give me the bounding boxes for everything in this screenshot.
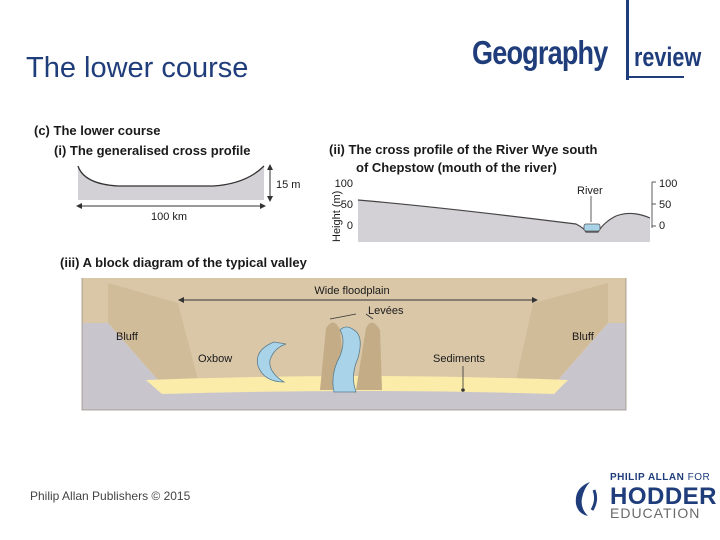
right-levee xyxy=(356,322,382,390)
valley-land-surface xyxy=(82,278,626,380)
levee-pointer-left xyxy=(329,313,357,320)
oxbow-label: Oxbow xyxy=(198,353,232,365)
sediments-pointer-dot xyxy=(461,388,465,392)
publisher-line1: PHILIP ALLAN FOR xyxy=(610,472,710,483)
height-arrow-bottom xyxy=(267,196,273,202)
part-ii-title-line2: of Chepstow (mouth of the river) xyxy=(356,160,557,175)
river-wye-cross-profile: Height (m) 100 50 0 River 100 50 0 xyxy=(331,178,677,242)
floodplain-arrow-left xyxy=(178,297,184,303)
left-tick-100: 100 xyxy=(335,178,353,190)
cross-profile-shape xyxy=(78,166,264,200)
width-arrow-left xyxy=(76,203,82,209)
height-arrow-top xyxy=(267,164,273,170)
generalised-cross-profile: 15 m 100 km xyxy=(76,164,300,223)
left-tick-0: 0 xyxy=(347,220,353,232)
right-tick-0: 0 xyxy=(659,220,665,232)
publisher-line1-suffix: FOR xyxy=(687,472,711,483)
part-iii-title: (iii) A block diagram of the typical val… xyxy=(60,255,308,270)
cross-profile-outline xyxy=(77,165,265,187)
footer-copyright: Philip Allan Publishers © 2015 xyxy=(30,489,191,503)
right-tick-100: 100 xyxy=(659,178,677,190)
floodplain-arrow-right xyxy=(532,297,538,303)
logo-divider xyxy=(626,0,629,80)
left-tick-50: 50 xyxy=(341,199,353,211)
right-bluff-slope xyxy=(516,283,608,380)
lower-course-figure: (c) The lower course (i) The generalised… xyxy=(34,123,677,411)
levee-pointer-right xyxy=(365,313,374,320)
wye-river-channel xyxy=(583,223,601,232)
hodder-swirl-icon xyxy=(575,482,598,516)
figure-heading: (c) The lower course xyxy=(34,123,160,138)
publisher-line2: HODDER xyxy=(610,483,718,510)
hodder-education-logo: PHILIP ALLAN FOR HODDER EDUCATION xyxy=(566,470,717,521)
bluff-right-label: Bluff xyxy=(572,331,595,343)
logo-sub-text: review xyxy=(634,42,702,72)
block-outline xyxy=(81,278,627,411)
left-bluff-slope xyxy=(108,283,198,380)
ylabel: Height (m) xyxy=(331,191,343,242)
slide-title: The lower course xyxy=(26,52,249,84)
floodplain-label: Wide floodplain xyxy=(314,285,389,297)
publisher-line1-text: PHILIP ALLAN xyxy=(610,472,685,483)
river-label: River xyxy=(577,185,603,197)
oxbow-lake xyxy=(256,341,287,383)
part-i-title: (i) The generalised cross profile xyxy=(54,143,251,158)
height-label: 15 m xyxy=(276,179,300,191)
floodplain-label-bg xyxy=(304,283,400,297)
part-ii-title-line1: (ii) The cross profile of the River Wye … xyxy=(329,142,598,157)
sediments-label: Sediments xyxy=(433,353,485,365)
width-label: 100 km xyxy=(151,211,187,223)
levees-label: Levées xyxy=(368,305,404,317)
logo-underline xyxy=(628,76,684,78)
right-tick-50: 50 xyxy=(659,199,671,211)
river-channel xyxy=(332,326,361,393)
valley-block-diagram: Wide floodplain Levées Bluff Bluff Oxbow… xyxy=(81,278,627,411)
wye-profile-shape xyxy=(358,200,650,242)
width-arrow-right xyxy=(260,203,266,209)
bluff-left-label: Bluff xyxy=(116,331,139,343)
logo-main-text: Geography xyxy=(472,34,608,71)
publisher-line3: EDUCATION xyxy=(610,505,701,521)
